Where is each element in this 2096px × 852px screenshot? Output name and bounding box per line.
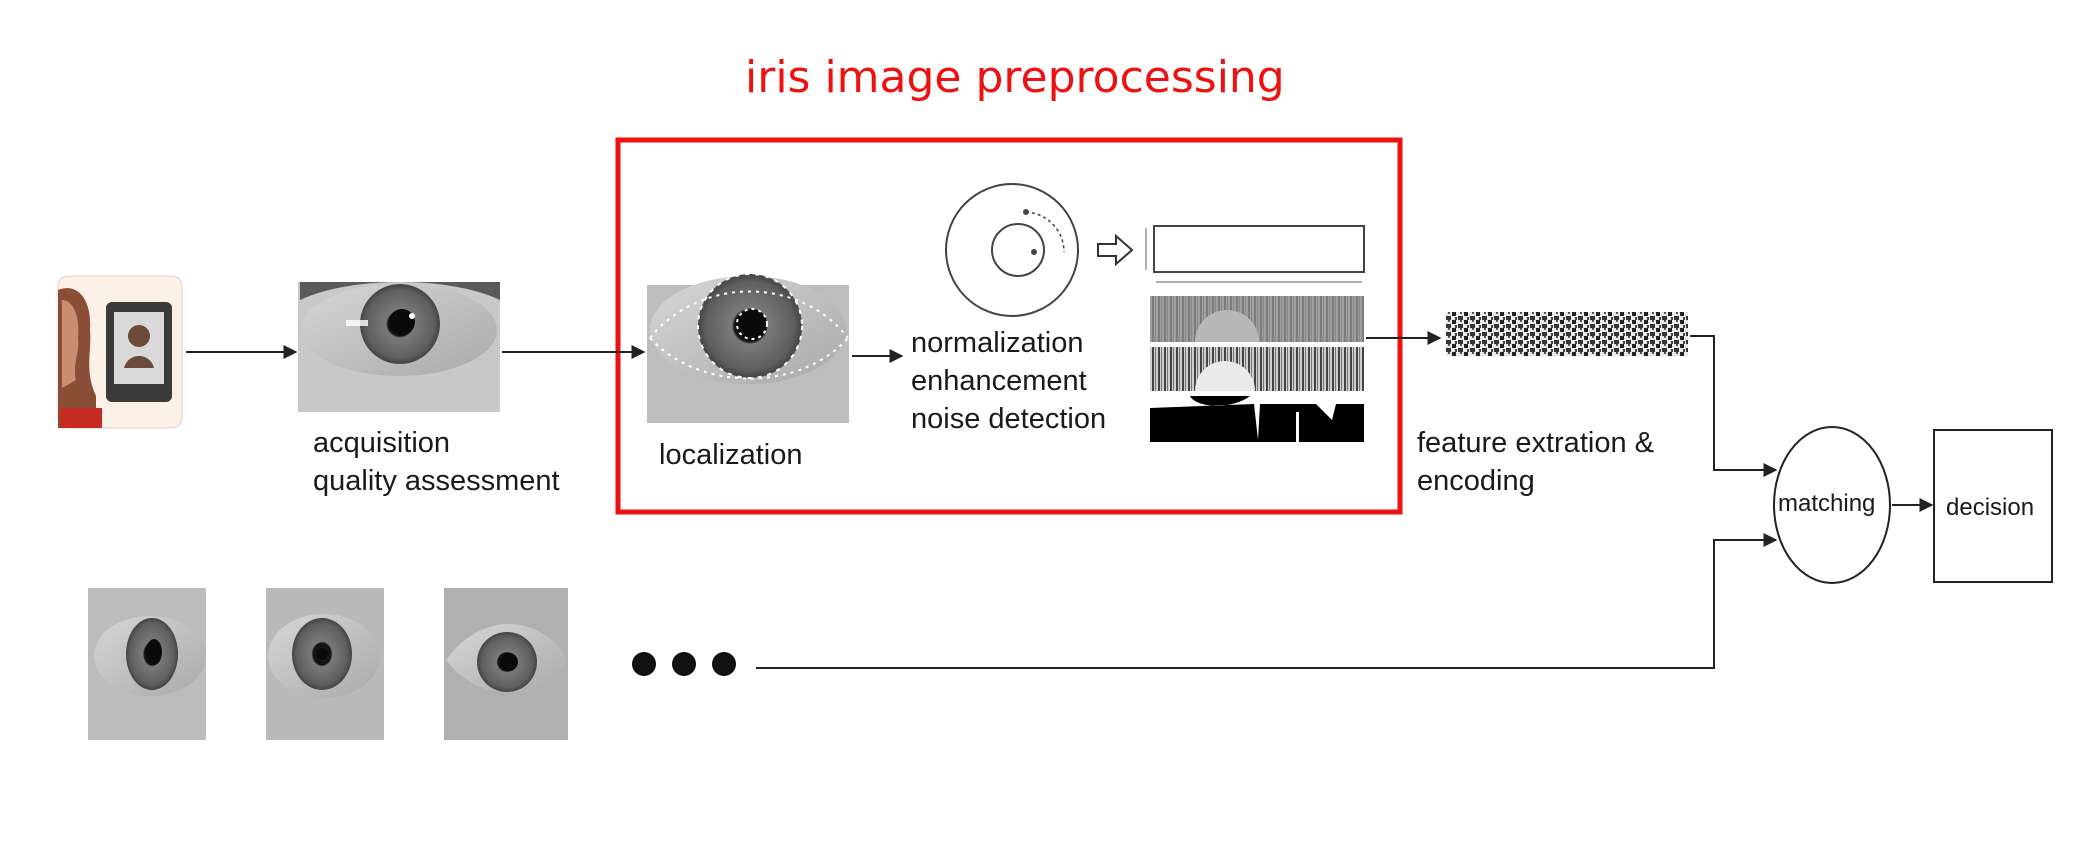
preprocessing-box	[615, 137, 1403, 515]
normalization-schematic	[945, 183, 1365, 317]
normalization-label: normalization enhancement noise detectio…	[911, 327, 1107, 435]
database-eye-image-3	[444, 588, 568, 740]
acquisition-label: acquisition quality assessment	[313, 427, 560, 497]
ellipsis-dots	[632, 652, 736, 676]
matching-label: matching	[1778, 490, 1876, 517]
localized-eye-image	[647, 273, 849, 423]
decision-label: decision	[1946, 494, 2035, 521]
arrow-encoding-to-matching	[1690, 335, 1778, 477]
decision-node	[1933, 429, 2053, 583]
preprocessing-title: iris image preprocessing	[745, 52, 1285, 103]
enhanced-iris-strip	[1150, 347, 1364, 391]
matching-node	[1773, 426, 1891, 584]
normalized-iris-strip	[1150, 296, 1364, 342]
noise-mask-strip	[1150, 396, 1364, 442]
arrow-database-to-matching	[756, 533, 1778, 669]
acquired-eye-image	[298, 282, 500, 412]
iris-code-image	[1446, 312, 1688, 356]
acquisition-device-image	[57, 275, 183, 429]
database-eye-image-1	[88, 588, 206, 740]
database-eye-image-2	[266, 588, 384, 740]
feature-encoding-label: feature extration & encoding	[1417, 427, 1654, 497]
localization-label: localization	[659, 439, 803, 471]
